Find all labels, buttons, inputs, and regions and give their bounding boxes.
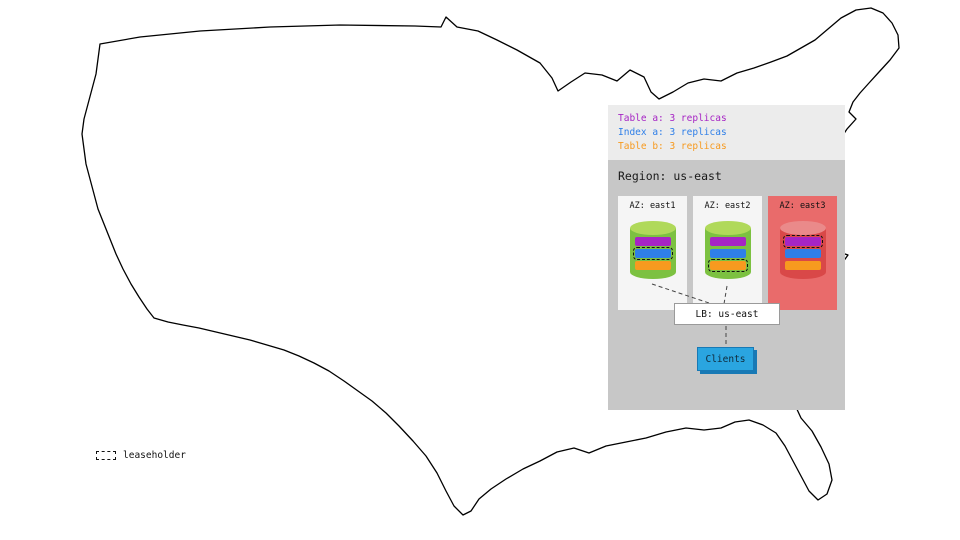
replica-table-a <box>634 237 671 246</box>
az-box-east3: AZ: east3 <box>768 196 837 310</box>
clients-label: Clients <box>705 353 746 365</box>
az-label: AZ: east1 <box>629 201 676 211</box>
replica-index-a <box>784 249 821 258</box>
load-balancer-box: LB: us-east <box>674 303 780 325</box>
replica-index-a <box>709 249 746 258</box>
us-outline-path <box>81 7 900 516</box>
az-box-east1: AZ: east1 <box>618 196 687 310</box>
replica-table-b <box>707 259 748 272</box>
database-cylinder <box>779 221 826 285</box>
database-cylinder <box>704 221 751 285</box>
clients-box: Clients <box>697 347 754 371</box>
database-cylinder <box>629 221 676 285</box>
leaseholder-legend: leaseholder <box>96 450 186 461</box>
replica-table-a <box>709 237 746 246</box>
replica-bars <box>632 237 673 270</box>
replica-bars <box>782 235 823 270</box>
leaseholder-swatch-icon <box>96 451 116 460</box>
replica-table-a <box>782 235 823 248</box>
leaseholder-label: leaseholder <box>123 450 186 461</box>
cylinder-top <box>704 221 751 235</box>
legend-table-a: Table a: 3 replicas <box>618 113 727 124</box>
region-panel: Region: us-east AZ: east1 AZ: east2 <box>608 160 845 410</box>
replica-bars <box>707 237 748 272</box>
replica-legend-panel: Table a: 3 replicas Index a: 3 replicas … <box>608 105 845 160</box>
region-title: Region: us-east <box>618 169 722 183</box>
az-label: AZ: east2 <box>704 201 751 211</box>
legend-index-a: Index a: 3 replicas <box>618 127 727 138</box>
replica-table-b <box>784 261 821 270</box>
cylinder-top <box>779 221 826 235</box>
replica-table-b <box>634 261 671 270</box>
cylinder-top <box>629 221 676 235</box>
replica-index-a <box>632 247 673 260</box>
az-label: AZ: east3 <box>779 201 826 211</box>
lb-label: LB: us-east <box>695 308 759 320</box>
legend-table-b: Table b: 3 replicas <box>618 141 727 152</box>
az-box-east2: AZ: east2 <box>693 196 762 310</box>
